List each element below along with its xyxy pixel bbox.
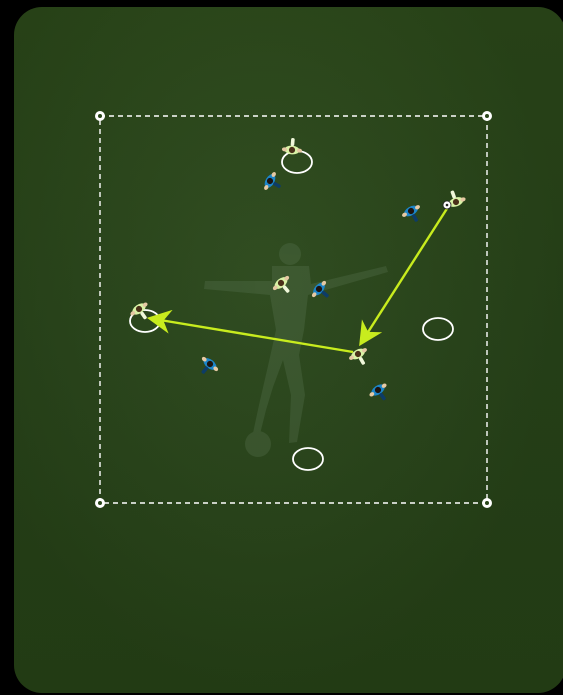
pass-arrow-center-to-left: [154, 319, 353, 352]
boundary-corner-marker: [482, 498, 492, 508]
boundary-corner-marker: [95, 498, 105, 508]
player-light-kit-icon[interactable]: [347, 345, 373, 369]
boundary-corner-marker: [95, 111, 105, 121]
boundary-corner-marker: [482, 111, 492, 121]
player-blue-kit-icon[interactable]: [195, 354, 221, 380]
player-blue-kit-icon[interactable]: [261, 170, 285, 196]
football-icon[interactable]: [443, 201, 451, 209]
target-ring-right: [423, 318, 453, 340]
player-light-kit-icon[interactable]: [282, 137, 304, 155]
player-blue-kit-icon[interactable]: [400, 202, 426, 226]
target-ring-top: [282, 151, 312, 173]
player-light-kit-icon[interactable]: [128, 300, 154, 325]
target-ring-bottom: [293, 448, 323, 470]
player-blue-kit-icon[interactable]: [367, 381, 393, 406]
